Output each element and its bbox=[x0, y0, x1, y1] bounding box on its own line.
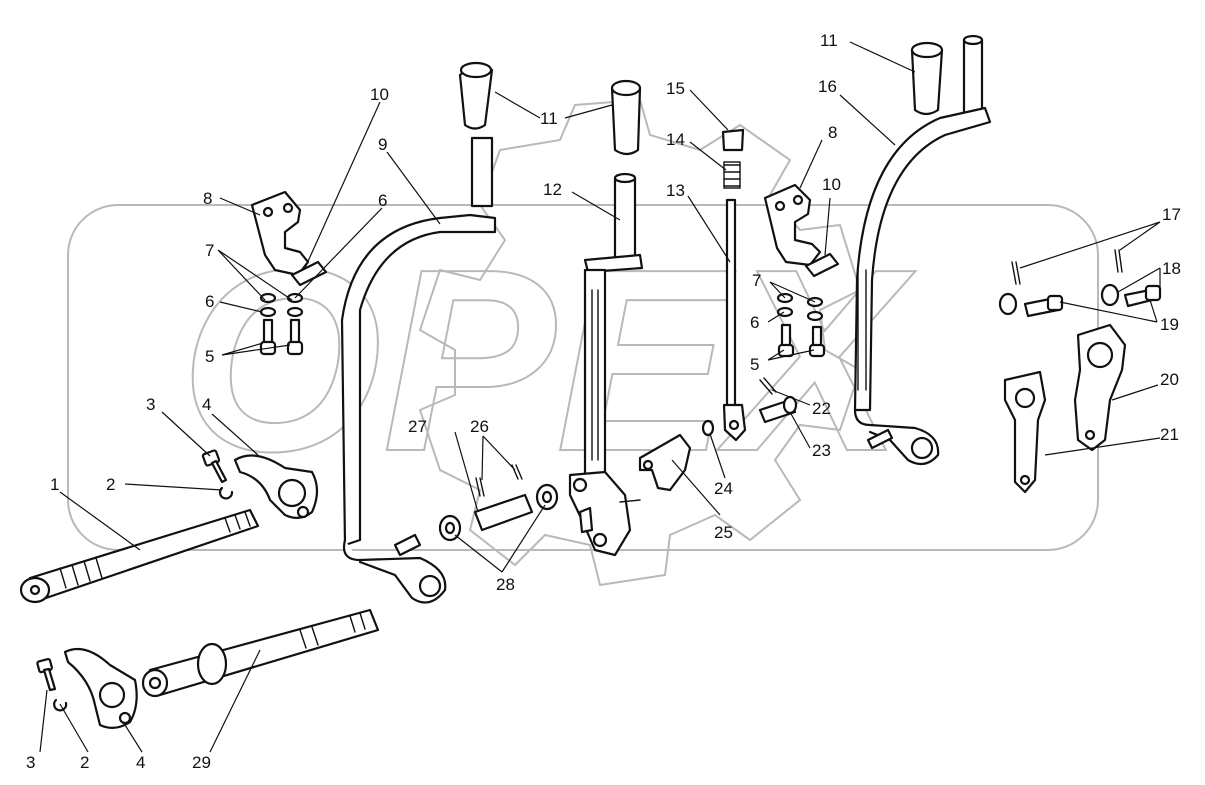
callout-3-lower: 3 bbox=[26, 753, 35, 772]
part-9-curved-lever bbox=[340, 136, 497, 604]
callout-11-center: 11 bbox=[540, 109, 558, 128]
callout-5-right: 5 bbox=[750, 355, 759, 374]
callout-19: 19 bbox=[1160, 315, 1179, 334]
callout-18: 18 bbox=[1162, 259, 1181, 278]
part-5-bolts-left bbox=[259, 318, 304, 356]
callout-4-upper: 4 bbox=[202, 395, 211, 414]
callout-20: 20 bbox=[1160, 370, 1179, 389]
part-24-washer bbox=[701, 419, 715, 437]
callout-26: 26 bbox=[470, 417, 489, 436]
part-27-pin bbox=[473, 493, 534, 532]
watermark-gear bbox=[418, 98, 862, 587]
callout-16: 16 bbox=[818, 77, 837, 96]
part-10-block-left bbox=[290, 260, 328, 287]
part-14-spring bbox=[723, 161, 741, 189]
part-3-bolt-lower bbox=[36, 657, 57, 692]
part-6-washers-left bbox=[259, 306, 304, 318]
part-12-shift-rod bbox=[583, 172, 644, 274]
callout-6-mid: 6 bbox=[378, 191, 387, 210]
callout-24: 24 bbox=[714, 479, 733, 498]
part-11-grip-left bbox=[458, 61, 494, 130]
part-28-washers bbox=[438, 483, 559, 542]
part-16-curved-lever bbox=[853, 34, 992, 466]
callout-25: 25 bbox=[714, 523, 733, 542]
part-11-grip-center bbox=[610, 79, 642, 156]
callout-10-left: 10 bbox=[370, 85, 389, 104]
part-4-lever-lower bbox=[63, 647, 138, 729]
part-21-lever bbox=[1003, 370, 1047, 494]
callout-9: 9 bbox=[378, 135, 387, 154]
part-center-lever bbox=[568, 268, 641, 557]
callout-8-right: 8 bbox=[828, 123, 837, 142]
part-20-lever bbox=[1073, 323, 1127, 452]
callout-14: 14 bbox=[666, 130, 685, 149]
part-8-bracket-right bbox=[763, 183, 822, 267]
part-22-cotter-pin bbox=[759, 377, 777, 395]
part-10-block-right bbox=[804, 252, 840, 278]
callout-17: 17 bbox=[1162, 205, 1181, 224]
callout-11-right: 11 bbox=[820, 31, 838, 50]
callout-22: 22 bbox=[812, 399, 831, 418]
callout-23: 23 bbox=[812, 441, 831, 460]
part-1-splined-shaft bbox=[19, 508, 260, 604]
callout-1: 1 bbox=[50, 475, 59, 494]
callout-21: 21 bbox=[1160, 425, 1179, 444]
part-13-long-rod bbox=[722, 198, 747, 442]
callout-3-upper: 3 bbox=[146, 395, 155, 414]
callout-29: 29 bbox=[192, 753, 211, 772]
part-15-cap bbox=[721, 128, 745, 152]
part-8-bracket-left bbox=[250, 190, 310, 277]
callout-27: 27 bbox=[408, 417, 427, 436]
callout-2-upper: 2 bbox=[106, 475, 115, 494]
part-5-bolts-right bbox=[777, 323, 826, 358]
leader-lines bbox=[39, 41, 1161, 753]
callout-13: 13 bbox=[666, 181, 685, 200]
callout-7-left: 7 bbox=[205, 241, 214, 260]
callout-6-right: 6 bbox=[750, 313, 759, 332]
part-25-small-lever bbox=[638, 433, 692, 492]
part-4-lever-upper bbox=[233, 454, 319, 519]
callout-6-left: 6 bbox=[205, 292, 214, 311]
part-29-lower-shaft bbox=[141, 608, 380, 698]
callout-12: 12 bbox=[543, 180, 562, 199]
callout-4-lower: 4 bbox=[136, 753, 145, 772]
part-11-grip-right bbox=[910, 41, 944, 116]
part-3-bolt-upper bbox=[201, 449, 228, 484]
part-19-bolts bbox=[1023, 284, 1162, 318]
callout-28: 28 bbox=[496, 575, 515, 594]
callout-15: 15 bbox=[666, 79, 685, 98]
callout-5-left: 5 bbox=[205, 347, 214, 366]
part-18-nuts bbox=[998, 283, 1120, 316]
callout-8-left: 8 bbox=[203, 189, 212, 208]
part-17-cotter-pins bbox=[1011, 249, 1123, 285]
callout-2-lower: 2 bbox=[80, 753, 89, 772]
callout-7-right: 7 bbox=[752, 271, 761, 290]
callout-labels: 1 2 2 3 3 4 4 5 5 6 6 6 7 7 8 8 9 10 10 … bbox=[26, 31, 1181, 772]
callout-10-right: 10 bbox=[822, 175, 841, 194]
